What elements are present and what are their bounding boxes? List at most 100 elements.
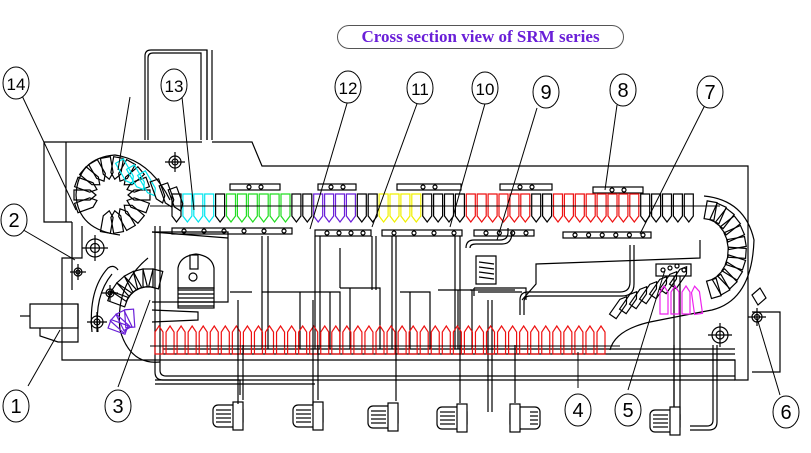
- callout-circle: [564, 393, 592, 427]
- gearbox-motor: [177, 253, 215, 289]
- bolt-hole: [640, 232, 646, 238]
- bolt-hole: [585, 232, 592, 238]
- callout-11: 11: [406, 71, 434, 105]
- curve-container: [724, 254, 747, 271]
- curve-container: [167, 186, 184, 212]
- curve-container: [99, 156, 114, 181]
- curve-container: [618, 290, 638, 315]
- upper-container: [324, 193, 335, 223]
- callout-label: 12: [339, 79, 358, 98]
- motor-coupling: [387, 402, 399, 432]
- upper-container: [672, 193, 683, 223]
- curve-container: [123, 204, 146, 225]
- leader-line: [604, 104, 618, 191]
- lower-container: [165, 324, 175, 355]
- lower-container: [353, 324, 363, 355]
- bolt-hole: [336, 230, 342, 236]
- curve-container: [628, 285, 648, 310]
- bolt-hole: [328, 184, 334, 190]
- upper-container: [661, 193, 673, 223]
- callout-circle: [471, 71, 499, 105]
- curve-container: [123, 165, 146, 186]
- curve-container: [132, 268, 149, 290]
- lower-container: [485, 324, 496, 355]
- leader-line: [181, 96, 195, 211]
- curve-container: [73, 197, 98, 214]
- callout-label: 14: [7, 75, 26, 94]
- callout-4: 4: [564, 393, 592, 427]
- upper-container: [215, 193, 226, 223]
- callout-circle: [160, 68, 188, 102]
- bolt-hole: [348, 230, 354, 236]
- upper-container: [531, 193, 542, 223]
- lower-container: [441, 324, 451, 355]
- leader-line: [496, 107, 538, 241]
- upper-container: [258, 193, 269, 223]
- sensor-hole: [674, 263, 680, 269]
- lower-container: [386, 324, 396, 355]
- bolt-hole: [609, 187, 615, 193]
- callout-14: 14: [2, 66, 30, 100]
- bolt-hole: [451, 230, 457, 236]
- lower-container: [596, 324, 606, 355]
- curve-container: [714, 207, 736, 230]
- motor-body: [177, 287, 215, 309]
- lower-container: [474, 324, 485, 355]
- callout-12: 12: [334, 70, 362, 104]
- leader-line: [27, 329, 61, 387]
- curve-container: [719, 215, 742, 236]
- upper-container: [476, 193, 487, 223]
- curve-container: [705, 277, 722, 300]
- lower-container: [585, 324, 595, 355]
- leader-line: [639, 104, 706, 235]
- callout-circle: [532, 75, 560, 109]
- curve-container: [648, 275, 668, 300]
- callout-label: 6: [780, 402, 791, 424]
- lower-container: [375, 324, 385, 355]
- lower-container: [574, 324, 584, 355]
- upper-container: [520, 193, 531, 223]
- curve-container: [73, 176, 98, 193]
- bolt-hole: [258, 184, 264, 190]
- lower-container-row: [150, 324, 620, 355]
- upper-container: [280, 193, 291, 223]
- leader-line: [117, 96, 131, 171]
- curve-container: [126, 176, 151, 193]
- purple-container: [123, 308, 136, 329]
- curve-container: [110, 209, 125, 234]
- curve-container: [608, 295, 628, 320]
- upper-container: [247, 193, 258, 223]
- bolt-hole: [420, 184, 426, 190]
- callout-9: 9: [532, 75, 560, 109]
- curve-container: [703, 200, 718, 222]
- callout-circle: [0, 203, 28, 237]
- lower-container: [552, 324, 562, 355]
- upper-container: [400, 193, 411, 223]
- mounting-bar: [499, 183, 553, 191]
- lower-container: [187, 324, 197, 355]
- bolt-hole: [432, 184, 438, 190]
- lower-container: [264, 324, 275, 355]
- callout-circle: [334, 70, 362, 104]
- callout-label: 5: [622, 400, 633, 422]
- lower-container: [563, 324, 573, 355]
- bolt-hole: [221, 228, 227, 234]
- magenta-container: [670, 284, 680, 315]
- lower-container: [430, 324, 440, 355]
- motor-coupling: [509, 403, 521, 433]
- bolt-hole: [523, 230, 529, 236]
- callout-circle: [406, 71, 434, 105]
- curve-container: [73, 189, 97, 201]
- mounting-bar: [562, 231, 652, 239]
- upper-container: [629, 193, 640, 223]
- lower-container: [519, 324, 529, 355]
- curve-container: [116, 275, 138, 298]
- callout-label: 7: [704, 82, 715, 104]
- purple-container: [115, 309, 133, 332]
- callout-label: 13: [165, 77, 184, 96]
- mounting-bar: [229, 183, 281, 191]
- bolt-hole: [621, 187, 627, 193]
- callout-10: 10: [471, 71, 499, 105]
